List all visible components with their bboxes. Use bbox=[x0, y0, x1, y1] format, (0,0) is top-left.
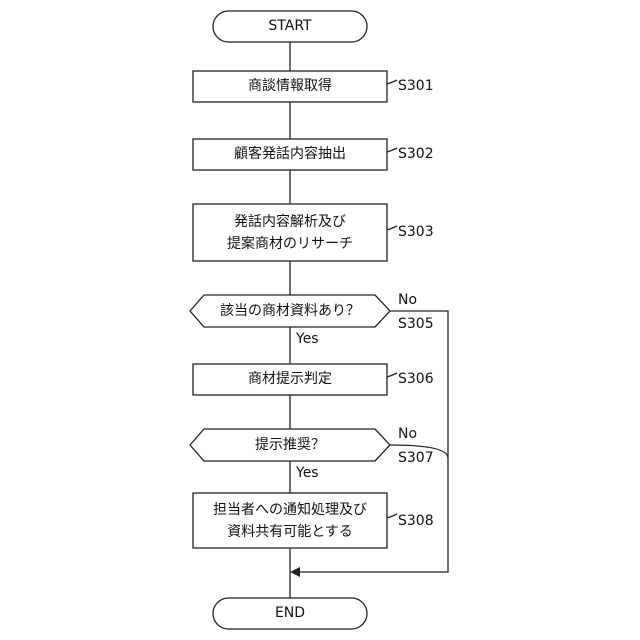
leader-s302 bbox=[387, 148, 397, 152]
step-id-s305: S305 bbox=[398, 314, 434, 334]
decision-text-s305: 該当の商材資料あり？ bbox=[220, 301, 360, 321]
leader-s308 bbox=[387, 514, 397, 518]
no-label-s305: No bbox=[398, 290, 417, 310]
leader-s306 bbox=[387, 373, 397, 377]
leader-s301 bbox=[387, 80, 397, 84]
process-text-s303-line2: 提案商材のリサーチ bbox=[227, 234, 353, 254]
step-id-s303: S303 bbox=[398, 222, 434, 242]
yes-label-s305: Yes bbox=[296, 329, 319, 349]
no-label-s307: No bbox=[398, 424, 417, 444]
arrowhead-icon bbox=[290, 567, 300, 577]
yes-label-s307: Yes bbox=[296, 463, 319, 483]
process-text-s302: 顧客発話内容抽出 bbox=[234, 144, 346, 164]
process-text-s308-line2: 資料共有可能とする bbox=[227, 522, 353, 542]
process-text-s306: 商材提示判定 bbox=[248, 369, 332, 389]
decision-text-s307: 提示推奨？ bbox=[255, 435, 325, 455]
step-id-s307: S307 bbox=[398, 448, 434, 468]
step-id-s302: S302 bbox=[398, 144, 434, 164]
process-text-s301: 商談情報取得 bbox=[248, 76, 332, 96]
process-text-s308-line1: 担当者への通知処理及び bbox=[213, 500, 367, 520]
step-id-s306: S306 bbox=[398, 369, 434, 389]
step-id-s308: S308 bbox=[398, 511, 434, 531]
leader-s303 bbox=[387, 226, 397, 230]
end-label: END bbox=[275, 603, 305, 623]
process-text-s303-line1: 発話内容解析及び bbox=[234, 212, 346, 232]
start-label: START bbox=[268, 16, 311, 36]
step-id-s301: S301 bbox=[398, 76, 434, 96]
